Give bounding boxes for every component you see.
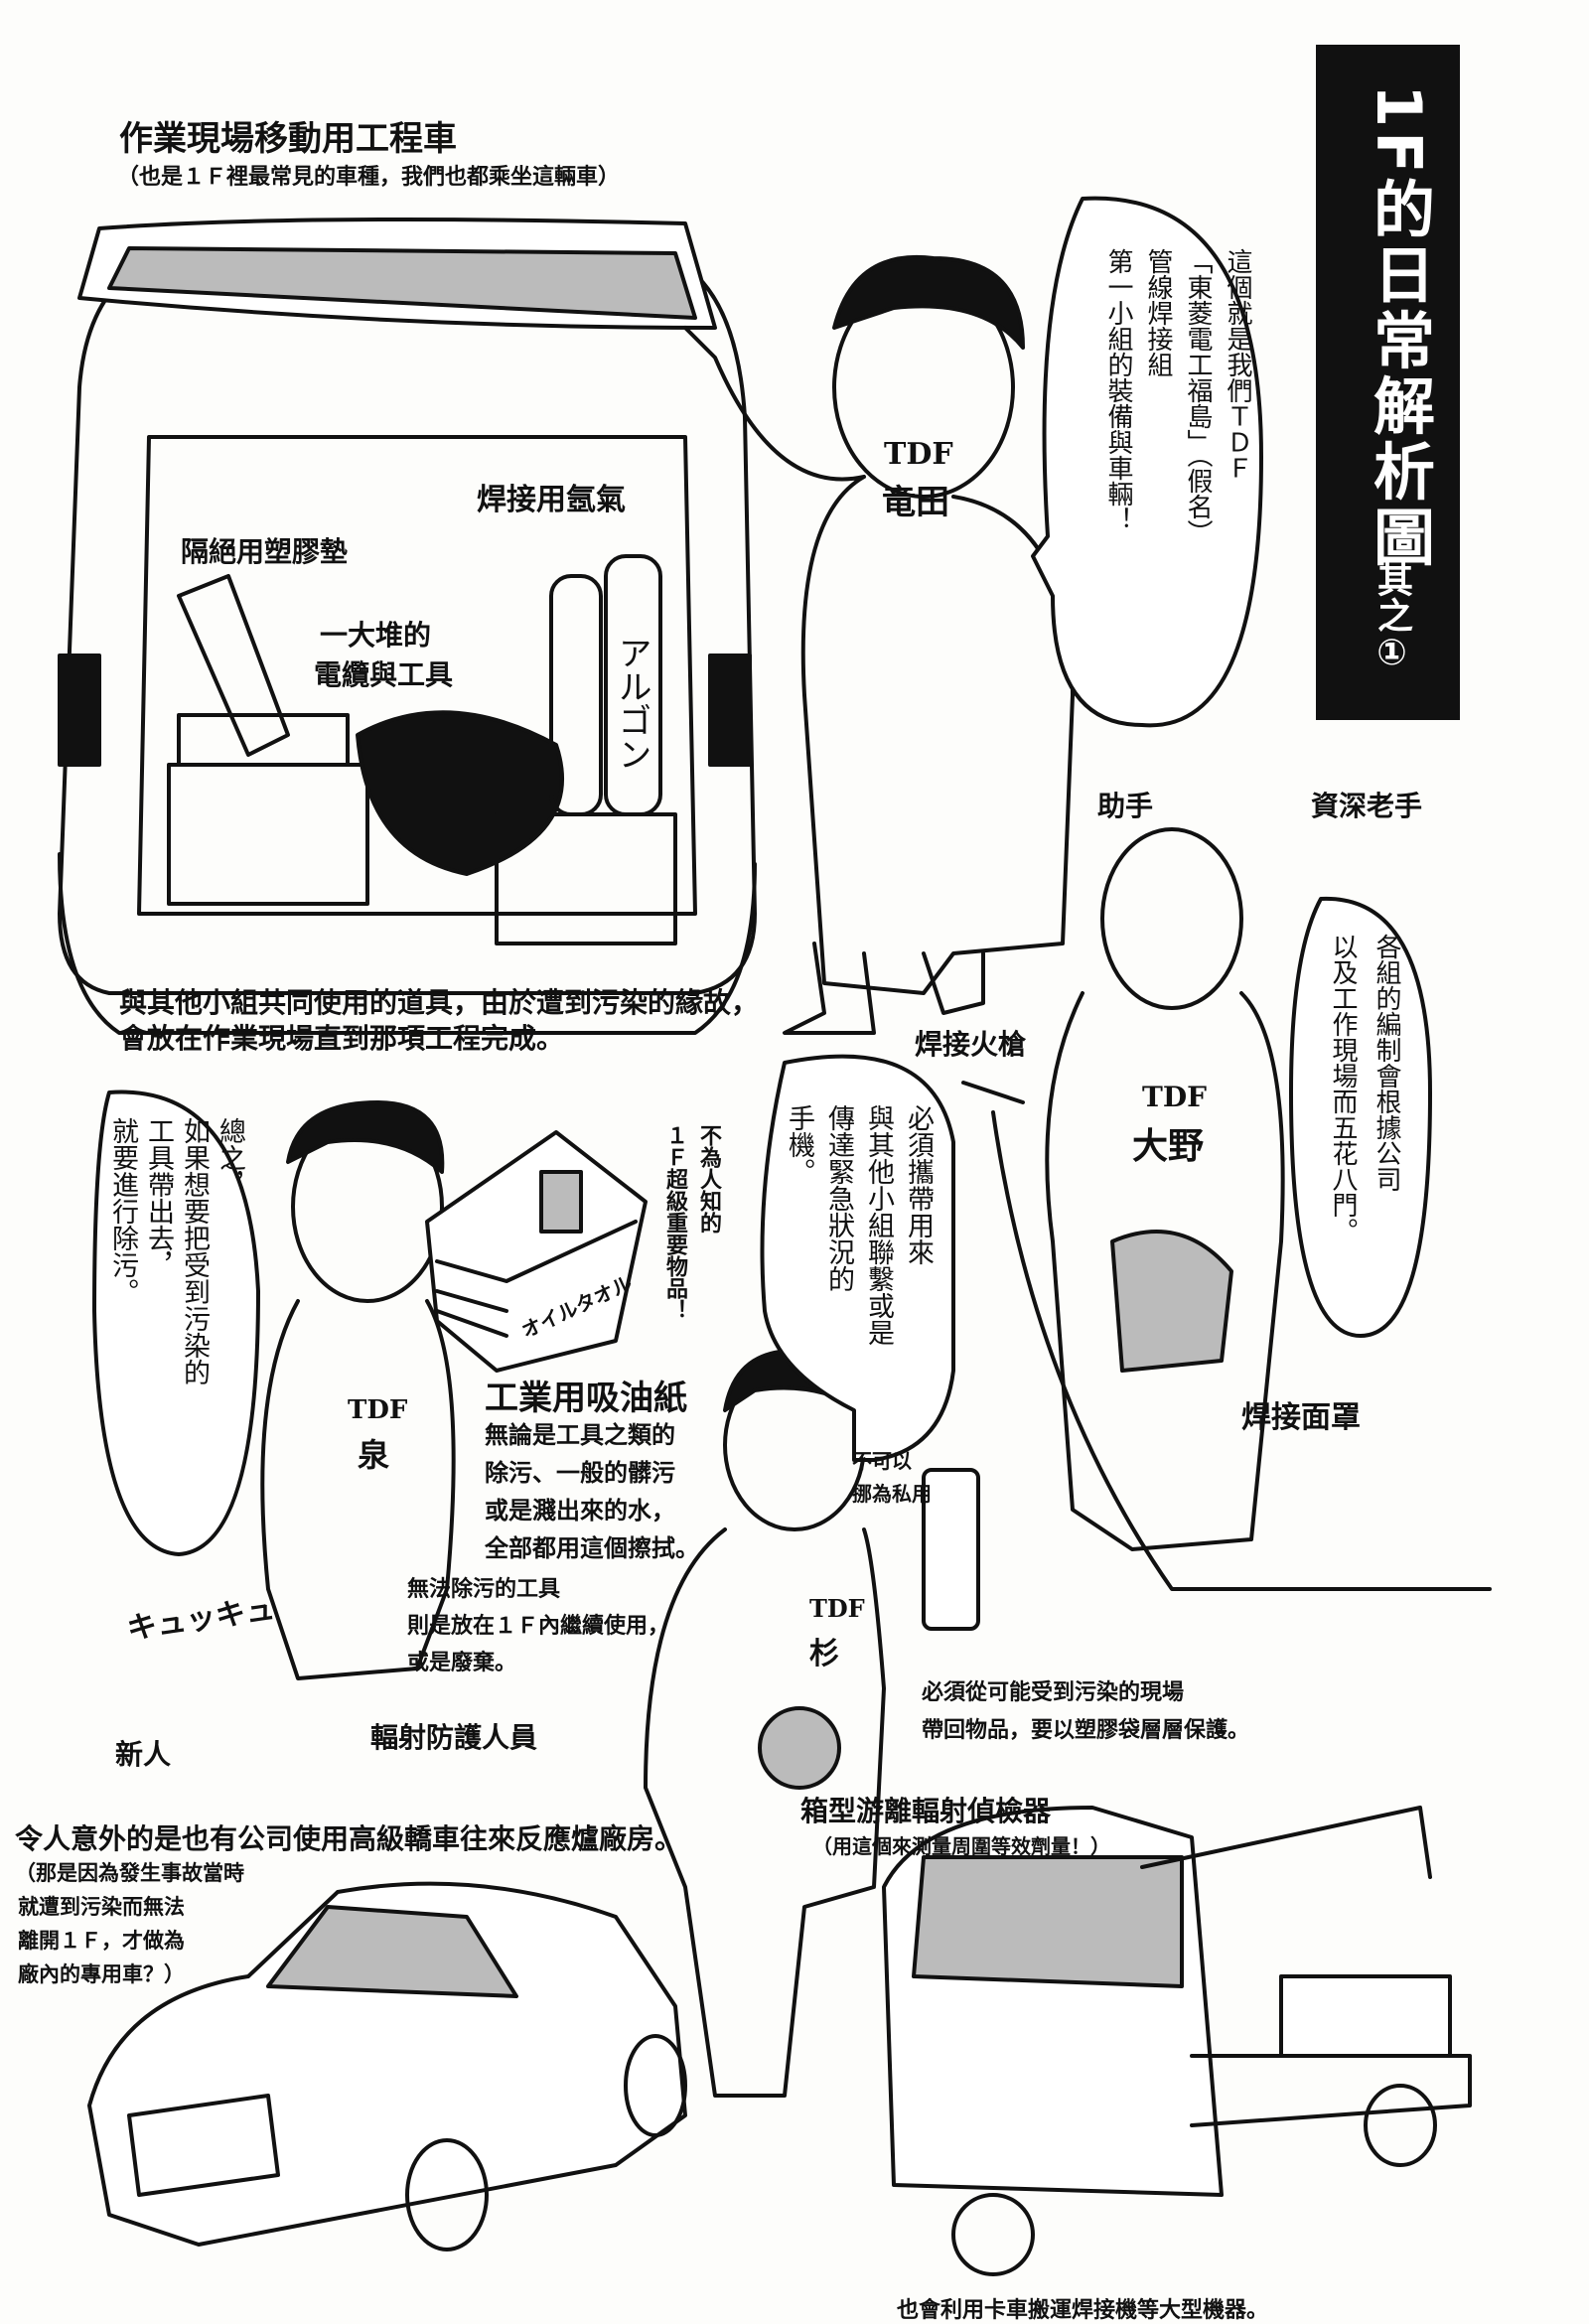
bubble-line: 以及工作現場而五花八門。: [1328, 934, 1358, 1243]
sedan-illustration: [87, 1881, 687, 2251]
assistant-illustration: [683, 254, 1075, 1035]
page-title: 1F的日常解析圖: [1363, 84, 1435, 571]
radiation-role: 輻射防護人員: [370, 1721, 538, 1754]
bubble-line: 工具帶出去，: [143, 1117, 174, 1278]
no-private-1: 不可以: [852, 1449, 912, 1473]
title-box: 1F的日常解析圖 其之①: [1316, 45, 1460, 720]
bubble-line: 管線焊接組: [1143, 248, 1173, 377]
truck-caption: 也會利用卡車搬運焊接機等大型機器。: [897, 2298, 1269, 2323]
argon-label: 焊接用氬氣: [477, 483, 626, 517]
bag-note-1: 必須從可能受到污染的現場: [922, 1680, 1185, 1705]
van-illustration: [58, 218, 757, 1035]
oil-paper-desc-2: 除污、一般的髒污: [485, 1459, 675, 1487]
van-heading: 作業現場移動用工程車: [119, 119, 457, 159]
oil-paper-desc-4: 全部都用這個擦拭。: [485, 1534, 699, 1562]
bubble-line: 「東菱電工福島」（假名）: [1183, 248, 1213, 545]
torch-label: 焊接火槍: [915, 1028, 1027, 1061]
bag-note-2: 帶回物品，要以塑膠袋層層保護。: [922, 1718, 1250, 1743]
oil-paper-title: 工業用吸油紙: [485, 1379, 687, 1418]
secret-label: 不為人知的 １Ｆ超級重要物品！: [657, 1124, 725, 1321]
veteran-name: 大野: [1132, 1126, 1205, 1167]
mat-label: 隔絕用塑膠墊: [181, 535, 349, 568]
sedan-note-2: 就遭到污染而無法: [18, 1895, 185, 1919]
secret-line: 不為人知的: [696, 1124, 721, 1234]
bubble-phone-outline: [760, 1054, 955, 1462]
sedan-note-3: 離開１Ｆ，才做為: [18, 1929, 185, 1953]
assistant-name: 竜田: [882, 483, 949, 522]
oil-paper-desc-3: 或是濺出來的水，: [485, 1497, 675, 1525]
detector-title: 箱型游離輻射偵檢器: [800, 1795, 1052, 1827]
bubble-line: 必須攜帶用來: [903, 1104, 934, 1265]
oil-paper-illustration: [425, 1130, 648, 1373]
cables-label-2: 電纜與工具: [314, 658, 454, 691]
bubble-line: 就要進行除污。: [107, 1117, 138, 1305]
page-subtitle: 其之①: [1372, 561, 1412, 673]
veteran-illustration: [961, 827, 1492, 1591]
bubble-line: 第一小組的裝備與車輛！: [1103, 248, 1133, 532]
bubble-line: 傳達緊急狀況的: [823, 1104, 854, 1292]
sedan-note-1: （那是因為發生事故當時: [15, 1861, 244, 1885]
tank-lettering: アルゴン: [612, 636, 651, 771]
bubble-line: 如果想要把受到污染的: [179, 1117, 210, 1385]
newbie-illustration: [260, 1100, 456, 1680]
van-subheading: （也是１Ｆ裡最常見的車種，我們也都乘坐這輛車）: [117, 165, 621, 190]
bubble-intro-outline: [1031, 196, 1263, 728]
radiation-officer-illustration: [644, 1349, 980, 2098]
bubble-line: 手機。: [784, 1104, 814, 1185]
mask-label: 焊接面罩: [1241, 1400, 1361, 1435]
bubble-line: 總之，: [215, 1117, 245, 1198]
sedan-caption: 令人意外的是也有公司使用高級轎車往來反應爐廠房。: [15, 1822, 683, 1855]
assistant-badge: TDF: [884, 437, 953, 472]
oil-paper-desc-1: 無論是工具之類的: [485, 1421, 675, 1449]
bubble-teams-text: 各組的編制會根據公司 以及工作現場而五花八門。: [1321, 934, 1408, 1243]
newbie-badge: TDF: [348, 1395, 408, 1425]
shared-tools-line-2: 會放在作業現場直到那項工程完成。: [119, 1022, 565, 1055]
radiation-badge: TDF: [809, 1594, 865, 1623]
assistant-role: 助手: [1097, 790, 1154, 822]
newbie-name: 泉: [358, 1436, 390, 1474]
bubble-intro-text: 這個就是我們ＴＤＦ 「東菱電工福島」（假名） 管線焊接組 第一小組的裝備與車輛！: [1098, 248, 1257, 545]
bubble-decon-text: 總之， 如果想要把受到污染的 工具帶出去， 就要進行除污。: [104, 1117, 247, 1385]
detector-desc: （用這個來測量周圍等效劑量！）: [812, 1834, 1110, 1858]
non-decon-1: 無法除污的工具: [407, 1577, 561, 1602]
bubble-phone-text: 必須攜帶用來 與其他小組聯繫或是 傳達緊急狀況的 手機。: [779, 1104, 938, 1346]
truck-illustration: [882, 1806, 1472, 2276]
bubble-decon-outline: [92, 1089, 260, 1556]
secret-line: １Ｆ超級重要物品！: [662, 1124, 687, 1321]
veteran-role: 資深老手: [1311, 790, 1423, 822]
newbie-role: 新人: [115, 1738, 172, 1771]
veteran-badge: TDF: [1142, 1081, 1207, 1113]
bubble-teams-outline: [1289, 896, 1432, 1338]
non-decon-3: 或是廢棄。: [407, 1651, 517, 1675]
shared-tools-line-1: 與其他小組共同使用的道具，由於遭到污染的緣故，: [119, 986, 760, 1019]
bubble-line: 各組的編制會根據公司: [1372, 934, 1401, 1192]
radiation-name: 杉: [809, 1637, 839, 1671]
sedan-note-4: 廠內的專用車？）: [18, 1962, 185, 1986]
no-private-2: 挪為私用: [852, 1482, 932, 1506]
cables-label-1: 一大堆的: [320, 619, 432, 652]
non-decon-2: 則是放在１Ｆ內繼續使用，: [407, 1614, 670, 1639]
bubble-line: 與其他小組聯繫或是: [863, 1104, 894, 1346]
bubble-line: 這個就是我們ＴＤＦ: [1223, 248, 1252, 481]
